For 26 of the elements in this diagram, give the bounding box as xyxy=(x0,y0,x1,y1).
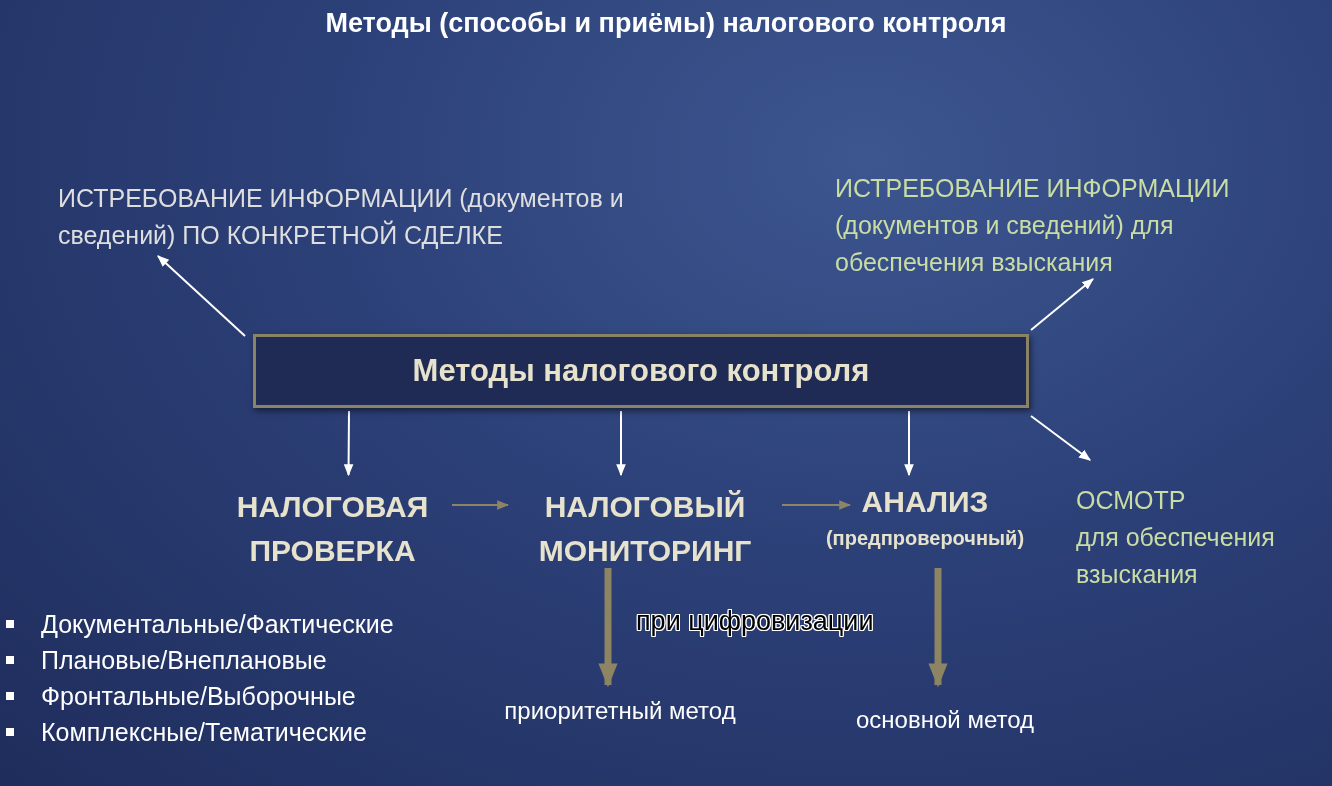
node-text: АНАЛИЗ xyxy=(860,484,990,520)
arrow xyxy=(1030,415,1091,461)
list-item: Плановые/Внеплановые xyxy=(41,645,327,675)
node-text: НАЛОГОВЫЙ МОНИТОРИНГ xyxy=(537,489,753,569)
node-text: основной метод xyxy=(855,705,1035,735)
list-item: Комплексные/Тематические xyxy=(41,717,367,747)
node-text: Методы налогового контроля xyxy=(412,353,870,389)
method-box xyxy=(253,334,1029,408)
list-item: Фронтальные/Выборочные xyxy=(41,681,356,711)
node-text: приоритетный метод xyxy=(503,696,737,726)
arrow xyxy=(616,410,626,477)
arrow xyxy=(343,410,354,477)
node-text: ОСМОТР xyxy=(1076,485,1187,516)
node-text: НАЛОГОВАЯ ПРОВЕРКА xyxy=(235,489,430,569)
arrow xyxy=(904,410,914,477)
node-text: для обеспечения взыскания xyxy=(1076,522,1276,590)
list-item: Документальные/Фактические xyxy=(41,609,394,639)
arrow xyxy=(781,500,852,510)
arrow xyxy=(1030,278,1094,331)
arrow xyxy=(157,255,246,337)
arrow xyxy=(451,500,510,510)
node-text: (предпроверочный) xyxy=(824,526,1026,551)
node-text: ИСТРЕБОВАНИЕ ИНФОРМАЦИИ (документов и сведений) ПО КОНКРЕТНОЙ СДЕЛКЕ xyxy=(58,183,625,251)
diagram-title: Методы (способы и приёмы) налогового контроля xyxy=(324,8,1008,39)
note-text: при цифровизации xyxy=(636,606,874,637)
node-text: ИСТРЕБОВАНИЕ ИНФОРМАЦИИ (документов и сведений) для обеспечения взыскания xyxy=(835,173,1231,278)
